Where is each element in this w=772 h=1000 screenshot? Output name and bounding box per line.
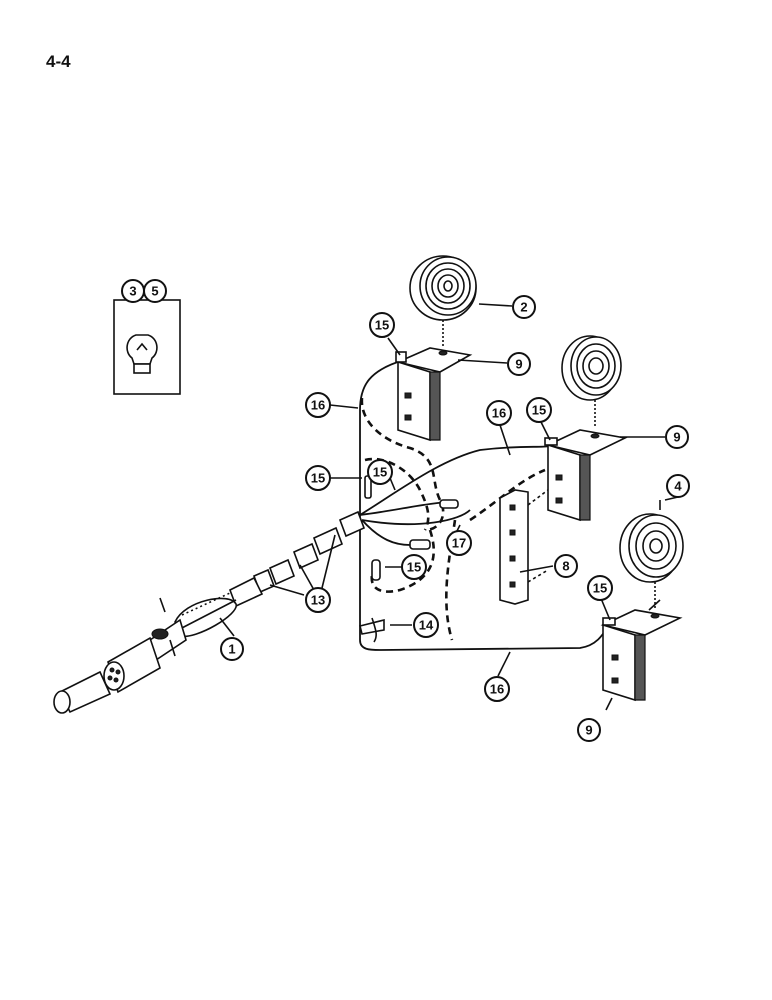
callout-label: 16 <box>311 398 325 413</box>
leader-lines <box>219 303 679 711</box>
callout-label: 9 <box>673 430 680 445</box>
callout-label: 3 <box>129 284 136 299</box>
bulb-inset <box>113 299 181 395</box>
callout-3: 3 <box>121 279 145 303</box>
callout-16-left: 16 <box>305 392 331 418</box>
callout-label: 14 <box>419 618 434 633</box>
callout-2: 2 <box>512 295 536 319</box>
callout-label: 2 <box>520 300 527 315</box>
callout-label: 4 <box>674 479 682 494</box>
callout-label: 1 <box>228 642 235 657</box>
callout-13: 13 <box>305 587 331 613</box>
lamp-2 <box>409 255 477 348</box>
callout-5: 5 <box>143 279 167 303</box>
callout-9-bottom: 9 <box>577 718 601 742</box>
callout-1: 1 <box>220 637 244 661</box>
callout-15-inner: 15 <box>367 459 393 485</box>
bracket-9-bottom <box>600 609 683 702</box>
lamp-4 <box>619 513 684 610</box>
callout-label: 16 <box>492 406 506 421</box>
callout-9-top: 9 <box>507 352 531 376</box>
mounting-plate-8 <box>499 489 549 605</box>
callout-17: 17 <box>446 530 472 556</box>
callout-15-top: 15 <box>369 312 395 338</box>
callout-label: 15 <box>407 560 421 575</box>
callout-label: 13 <box>311 593 325 608</box>
callout-label: 15 <box>373 465 387 480</box>
connectors <box>364 351 616 626</box>
callout-15-left: 15 <box>305 465 331 491</box>
callout-8: 8 <box>554 554 578 578</box>
wire-harness-solid <box>359 359 613 651</box>
callout-15-bottom: 15 <box>587 575 613 601</box>
bracket-9-right <box>545 429 628 522</box>
callout-15-middle: 15 <box>526 397 552 423</box>
callout-label: 15 <box>375 318 389 333</box>
callout-16-bottom: 16 <box>484 676 510 702</box>
clip-14 <box>359 617 385 643</box>
callout-label: 8 <box>562 559 569 574</box>
bulb-icon <box>126 334 158 374</box>
connector-plug-1 <box>53 576 264 714</box>
callout-9-right: 9 <box>665 425 689 449</box>
callout-label: 5 <box>151 284 158 299</box>
callout-label: 9 <box>515 357 522 372</box>
callout-label: 9 <box>585 723 592 738</box>
lamp-upper-right <box>561 335 622 428</box>
callout-label: 15 <box>311 471 325 486</box>
callout-label: 16 <box>490 682 504 697</box>
bracket-9-top <box>395 347 473 442</box>
callout-label: 17 <box>452 536 466 551</box>
callout-label: 15 <box>532 403 546 418</box>
callout-15-lower: 15 <box>401 554 427 580</box>
callout-14: 14 <box>413 612 439 638</box>
callout-4: 4 <box>666 474 690 498</box>
callout-label: 15 <box>593 581 607 596</box>
callout-16-top: 16 <box>486 400 512 426</box>
page-number: 4-4 <box>46 52 71 71</box>
